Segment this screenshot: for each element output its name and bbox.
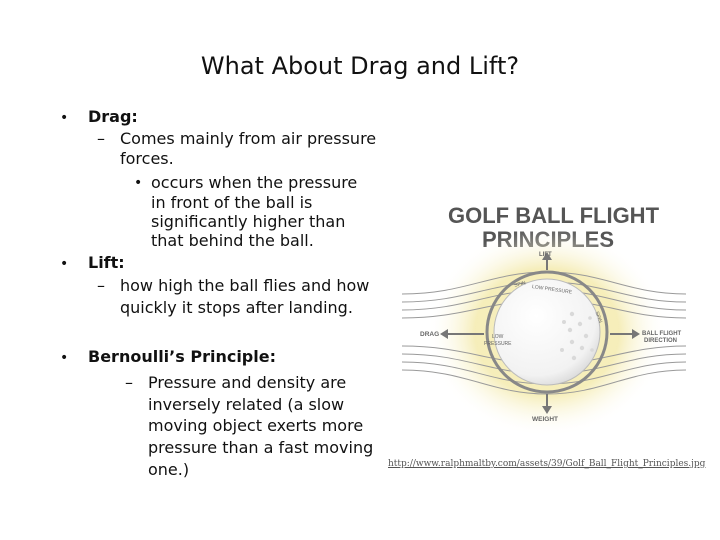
lift-label: LIFT [539, 252, 552, 258]
drag-sub-line-1: Comes mainly from air pressure [120, 129, 377, 148]
drag-subsub-line-2: in front of the ball is [151, 193, 313, 212]
bernoulli-sub-line-2: inversely related (a slow [148, 395, 345, 414]
low-pressure-top-label: LOW PRESSURE [532, 284, 573, 296]
dash-marker: – [125, 373, 133, 392]
drag-heading: Drag: [88, 107, 138, 126]
drag-subsub-line-1: occurs when the pressure [151, 173, 358, 192]
dash-marker: – [97, 276, 105, 295]
drag-subsub-line-4: that behind the ball. [151, 231, 314, 250]
drag-label: DRAG [420, 331, 439, 338]
direction-label-line-1: BALL FLIGHT [642, 331, 682, 337]
slide-title: What About Drag and Lift? [200, 52, 520, 80]
image-source-link[interactable]: http://www.ralphmaltby.com/assets/39/Gol… [388, 459, 706, 469]
spin-right-label: SPIN [593, 311, 603, 324]
weight-label: WEIGHT [532, 416, 558, 423]
ball-dimples [560, 311, 594, 361]
lift-sub-line-2: quickly it stops after landing. [120, 298, 353, 317]
low-pressure-left-label-2: PRESSURE [484, 341, 512, 347]
bullet-list: • Drag: – Comes mainly from air pressure… [60, 107, 377, 479]
bullet-marker: • [60, 350, 69, 366]
golf-ball-flight-diagram: GOLF BALL FLIGHT PRINCIPLES LIFT [396, 190, 690, 460]
bernoulli-heading: Bernoulli’s Principle: [88, 347, 276, 366]
bernoulli-sub-line-5: one.) [148, 460, 190, 479]
low-pressure-left-label-1: LOW [492, 334, 504, 340]
lift-heading: Lift: [88, 253, 125, 272]
sub-bullet-marker: • [134, 175, 143, 191]
dash-marker: – [97, 129, 105, 148]
bullet-marker: • [60, 256, 69, 272]
golf-ball [493, 278, 601, 386]
drag-subsub-line-3: significantly higher than [151, 212, 346, 231]
drag-sub-line-2: forces. [120, 149, 174, 168]
direction-label-line-2: DIRECTION [644, 338, 677, 344]
diagram-title-line-1: GOLF BALL FLIGHT [448, 203, 660, 228]
bullet-marker: • [60, 110, 69, 126]
bernoulli-sub-line-1: Pressure and density are [148, 373, 347, 392]
spin-top-label: SPIN [514, 280, 527, 289]
lift-sub-line-1: how high the ball flies and how [120, 276, 370, 295]
bernoulli-sub-line-4: pressure than a fast moving [148, 438, 374, 457]
bernoulli-sub-line-3: moving object exerts more [148, 416, 364, 435]
pressure-ring [485, 270, 609, 394]
